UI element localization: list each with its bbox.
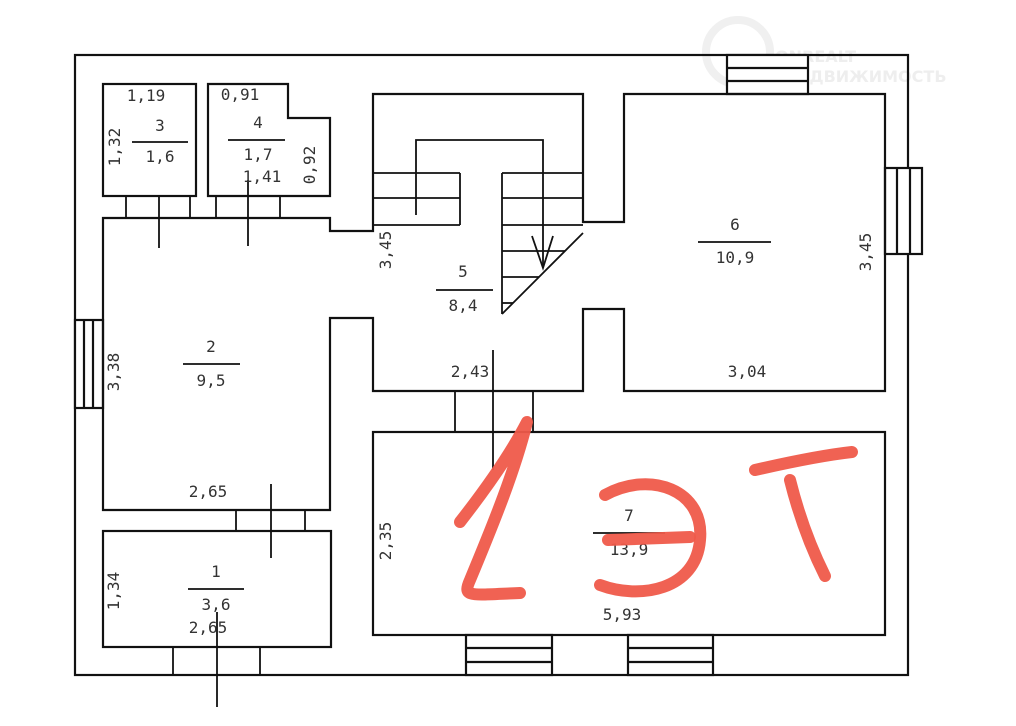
dim-r6-height: 3,45 <box>856 233 875 272</box>
dimension-lines <box>158 180 494 707</box>
room-1-area: 3,6 <box>202 595 231 614</box>
window-right <box>883 166 924 256</box>
dim-r2-width: 2,65 <box>189 482 228 501</box>
staircase <box>373 139 584 315</box>
window-top <box>725 53 810 96</box>
room-3-number: 3 <box>155 116 165 135</box>
dim-r5-width: 2,43 <box>451 362 490 381</box>
dim-r4-width: 1,41 <box>243 167 282 186</box>
room-7-number: 7 <box>624 506 634 525</box>
room-6-number: 6 <box>730 215 740 234</box>
room-2-number: 2 <box>206 337 216 356</box>
dim-r6-width: 3,04 <box>728 362 767 381</box>
window-left <box>73 318 105 410</box>
handwritten-floor-annotation <box>454 416 858 601</box>
room-1-number: 1 <box>211 562 221 581</box>
room-3-area: 1,6 <box>146 147 175 166</box>
dim-r3-height: 1,32 <box>105 128 124 167</box>
svg-text:НЕДВИЖИМОСТЬ: НЕДВИЖИМОСТЬ <box>785 67 947 86</box>
dim-r7-width: 5,93 <box>603 605 642 624</box>
dim-r7-height: 2,35 <box>376 522 395 561</box>
room-7 <box>371 430 887 637</box>
room-4-area: 1,7 <box>244 145 273 164</box>
window-bottom-1 <box>464 633 554 677</box>
dim-r3-width: 1,19 <box>127 86 166 105</box>
dim-r2-height: 3,38 <box>104 353 123 392</box>
dim-r4-height: 0,92 <box>300 146 319 185</box>
window-bottom-2 <box>626 633 715 677</box>
room-4 <box>206 82 332 198</box>
stair-direction-arrow-icon <box>531 235 554 271</box>
room-3 <box>101 82 198 198</box>
dim-r1-width: 2,65 <box>189 618 228 637</box>
dim-r4-width-top: 0,91 <box>221 85 260 104</box>
room-5-number: 5 <box>458 262 468 281</box>
room-6-area: 10,9 <box>716 248 755 267</box>
rooms-2-5-6 <box>101 92 887 512</box>
dim-r5-height: 3,45 <box>376 231 395 270</box>
room-4-number: 4 <box>253 113 263 132</box>
dim-r1-height: 1,34 <box>104 572 123 611</box>
doorways <box>125 196 534 675</box>
outer-wall <box>73 53 910 677</box>
room-2-area: 9,5 <box>197 371 226 390</box>
room-5-area: 8,4 <box>449 296 478 315</box>
